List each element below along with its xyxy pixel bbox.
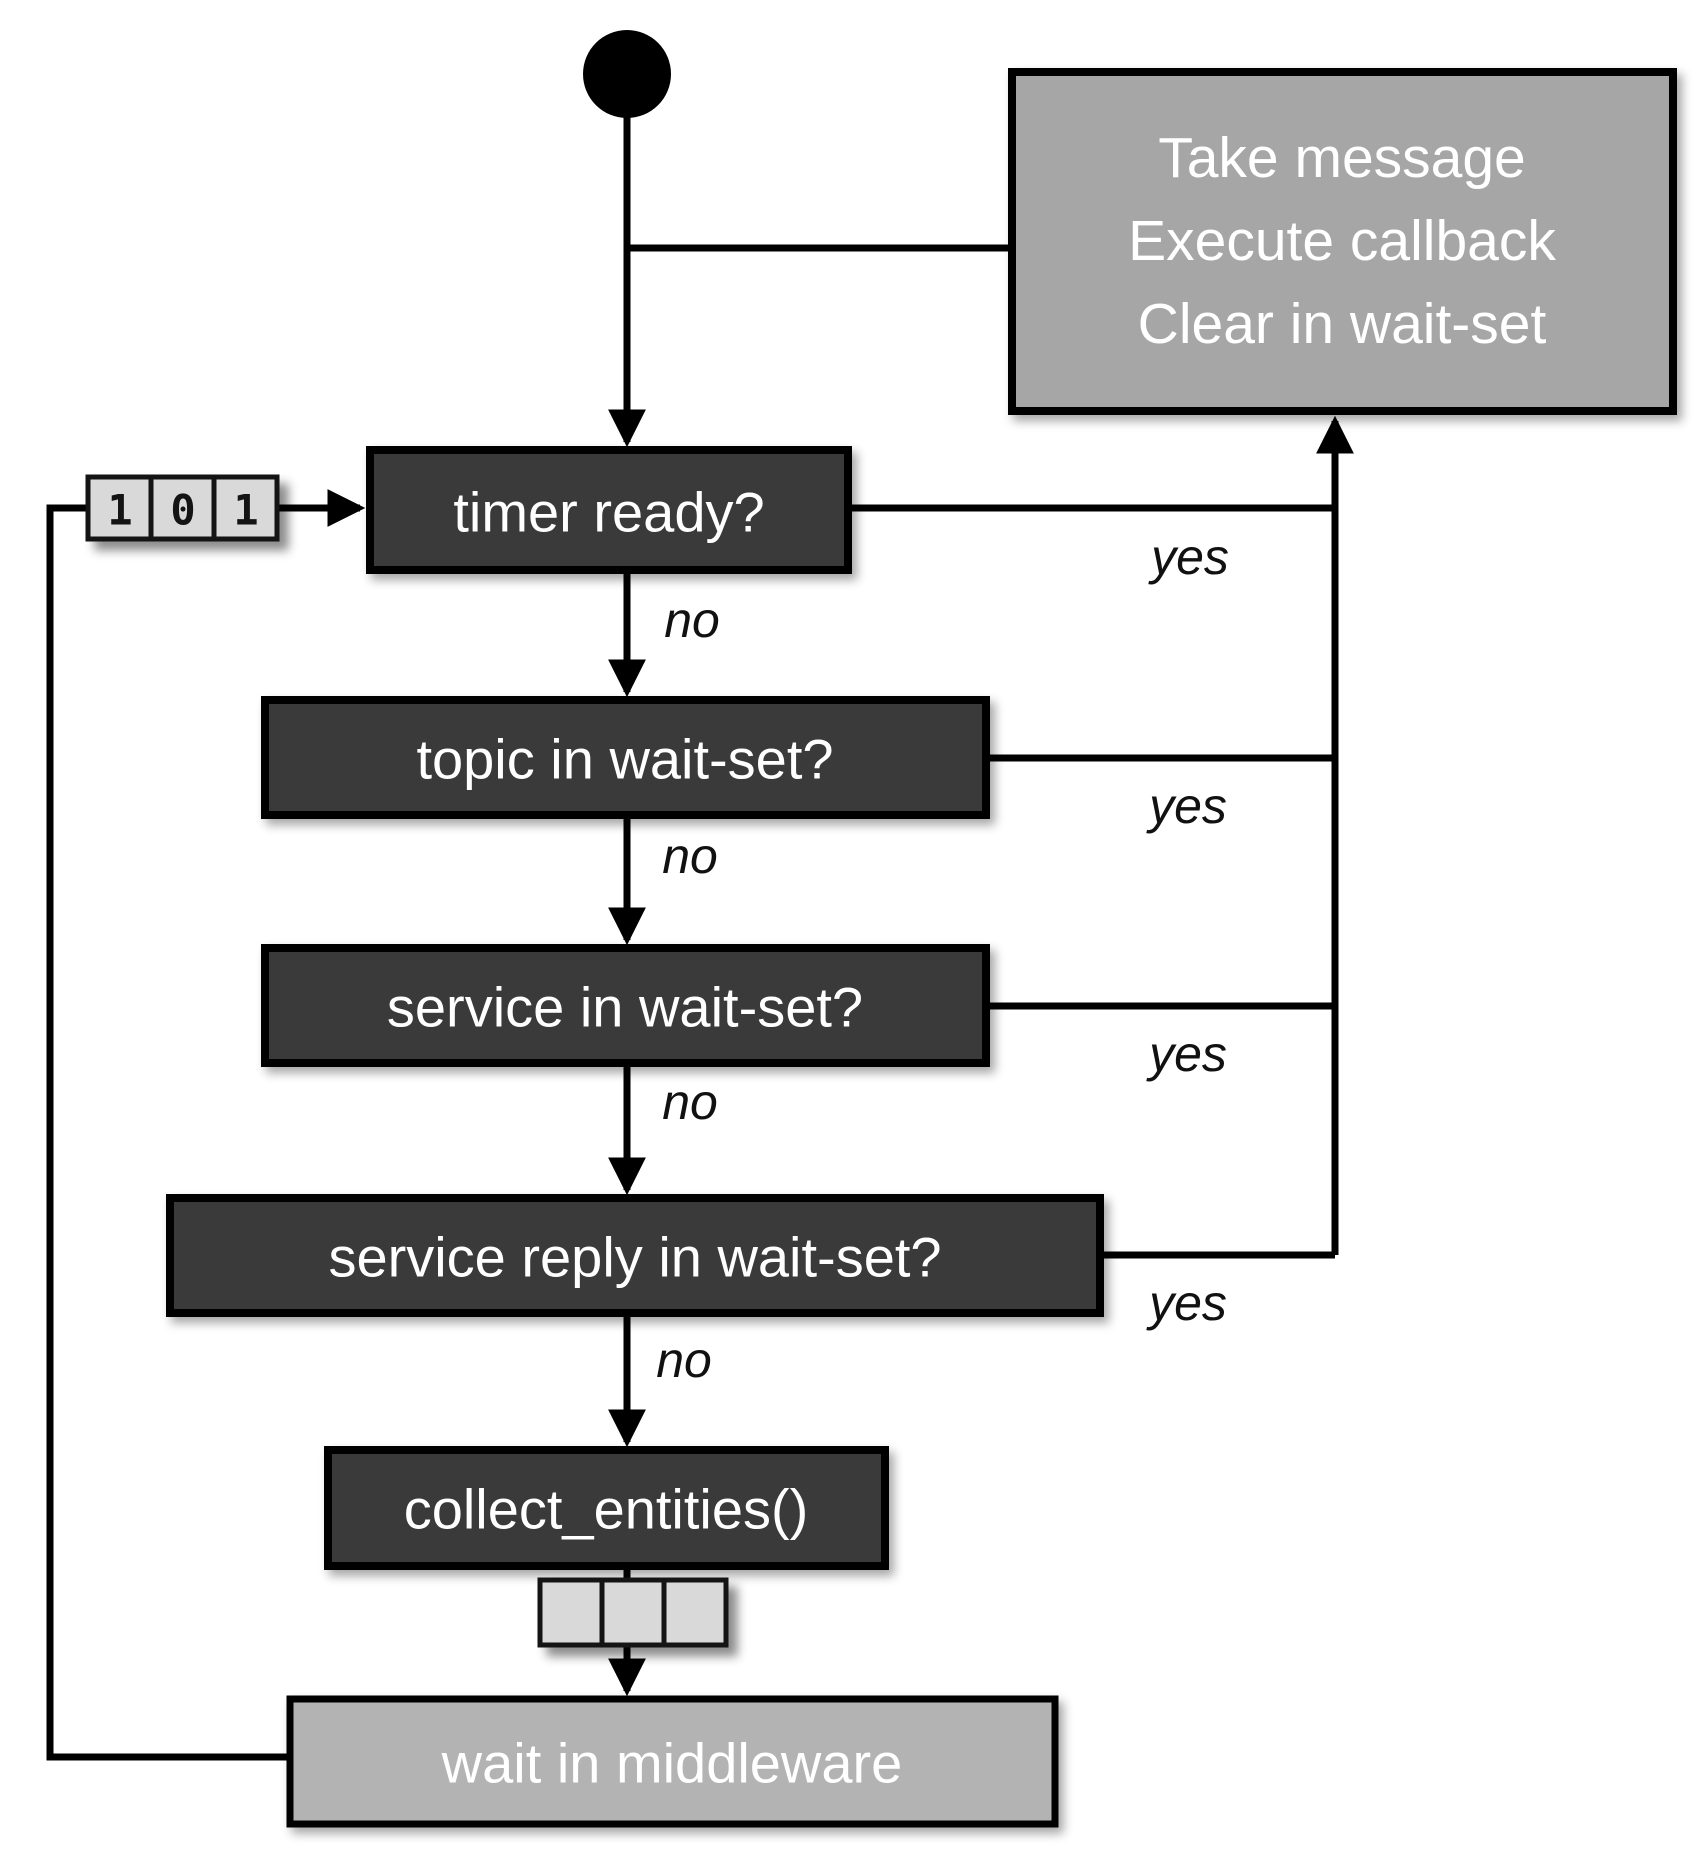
decision-topic-rect [261,696,990,819]
edge-label-service-reply-yes: yes [1146,1275,1227,1331]
buffer-cell-3 [661,1577,729,1648]
decision-service-label: service in wait-set? [387,976,863,1039]
edge-label-service-reply-no: no [656,1332,712,1388]
decision-topic-label: topic in wait-set? [416,728,833,791]
decision-timer-ready-label: timer ready? [453,481,764,544]
buffer-cells [537,1577,729,1648]
decision-service-reply-label: service reply in wait-set? [328,1226,941,1289]
process-collect-entities-rect [324,1446,889,1570]
edge-loop-wait-to-bits [46,504,290,1761]
decision-timer-ready-rect [366,446,852,574]
bit-cell-3 [211,474,280,542]
buffer-cell-2 [599,1577,667,1648]
bit-digit-3: 1 [233,486,258,535]
action-box-line-3: Clear in wait-set [1138,292,1547,356]
process-wait-rect [286,1695,1059,1828]
process-wait-in-middleware: wait in middleware [286,1695,1059,1828]
bit-digit-2: 0 [170,486,195,535]
edge-label-topic-yes: yes [1146,778,1227,834]
edge-label-timer-yes: yes [1148,529,1229,585]
edge-label-topic-no: no [662,828,718,884]
edge-label-service-yes: yes [1146,1026,1227,1082]
edge-label-timer-no: no [664,592,720,648]
process-collect-entities-label: collect_entities() [404,1478,809,1541]
wait-set-bits: 1 0 1 [85,474,280,542]
action-box: Take message Execute callback Clear in w… [1008,68,1677,415]
bit-digit-1: 1 [107,486,132,535]
decision-service-reply-rect [166,1194,1104,1317]
decision-timer-ready: timer ready? [366,446,852,574]
decision-service-rect [261,944,990,1067]
action-box-line-1: Take message [1158,126,1526,190]
action-box-rect [1008,68,1677,415]
decision-service-reply-in-wait-set: service reply in wait-set? [166,1194,1104,1317]
process-wait-label: wait in middleware [441,1732,903,1795]
action-box-line-2: Execute callback [1128,209,1556,273]
decision-service-in-wait-set: service in wait-set? [261,944,990,1067]
start-node [583,30,671,118]
edge-label-service-no: no [662,1074,718,1130]
decision-topic-in-wait-set: topic in wait-set? [261,696,990,819]
process-collect-entities: collect_entities() [324,1446,889,1570]
buffer-cell-1 [537,1577,605,1648]
